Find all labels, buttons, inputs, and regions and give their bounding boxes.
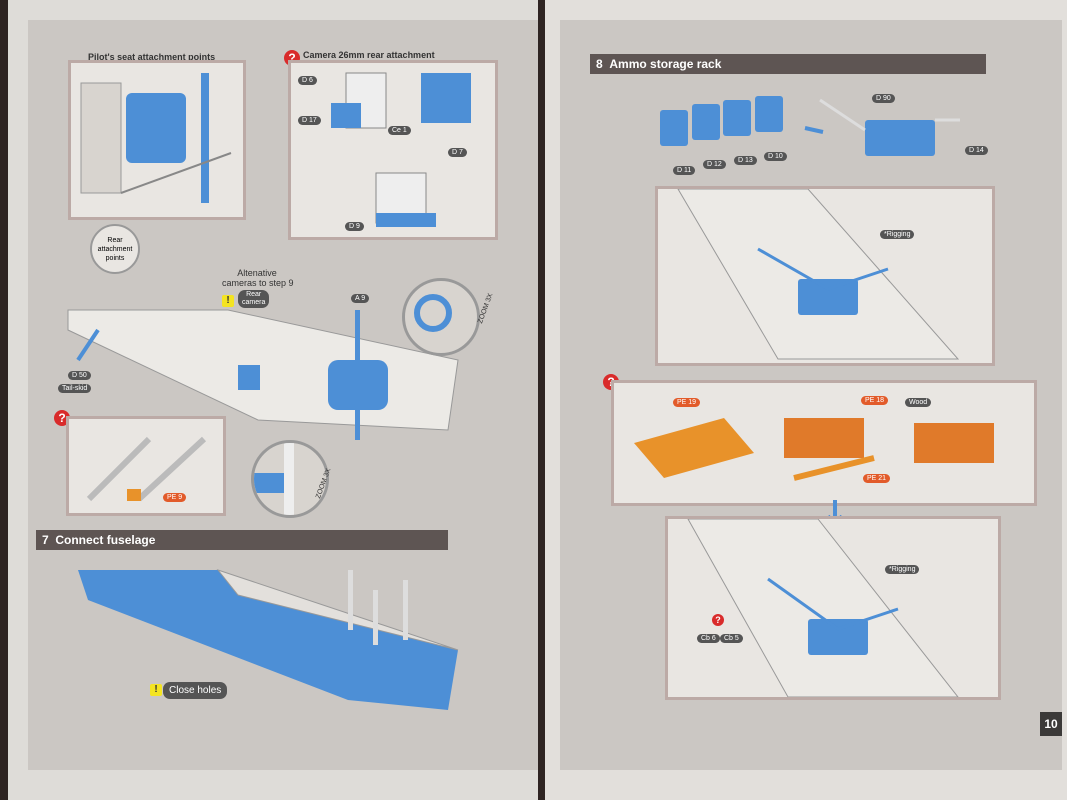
rear-camera-label: Rear camera bbox=[238, 290, 270, 308]
step-number: 7 bbox=[42, 533, 49, 547]
part-label: PE 21 bbox=[863, 474, 891, 483]
part-label: PE 9 bbox=[163, 493, 187, 502]
step-title: Connect fuselage bbox=[55, 533, 156, 547]
ammo-final-illustration bbox=[687, 518, 960, 698]
part-label: D 17 bbox=[298, 116, 321, 125]
alt-cameras-label: Altenative cameras to step 9 bbox=[222, 268, 294, 288]
part-label: D 14 bbox=[965, 146, 988, 155]
rigging-label: *Rigging bbox=[880, 230, 915, 239]
left-page: ! Pilot's seat attachment points Rear at… bbox=[8, 0, 538, 800]
part-label: Ce 1 bbox=[388, 126, 411, 135]
right-page: 8 Ammo storage rack D 11 D 12 D 13 D 10 … bbox=[545, 0, 1067, 800]
rigging-label: *Rigging bbox=[885, 565, 920, 574]
fuselage-connect-illustration bbox=[78, 568, 459, 710]
seat-frame bbox=[68, 60, 246, 220]
wood-label: Wood bbox=[905, 398, 932, 407]
rear-attachment-callout: Rear attachment points bbox=[90, 224, 140, 274]
step-7-bar: 7 Connect fuselage bbox=[36, 530, 448, 550]
part-label: Cb 5 bbox=[720, 634, 743, 643]
question-icon: ? bbox=[712, 614, 724, 626]
part-label: D 6 bbox=[298, 76, 317, 85]
part-label: Cb 6 bbox=[697, 634, 720, 643]
pe-rack-illustration bbox=[634, 418, 994, 481]
step-8-bar: 8 Ammo storage rack bbox=[590, 54, 986, 74]
part-label: D 10 bbox=[764, 152, 787, 161]
seat-illustration bbox=[80, 73, 232, 203]
part-label: D 11 bbox=[673, 166, 696, 175]
warning-icon: ! bbox=[150, 684, 162, 696]
zoom-circle-top bbox=[402, 278, 480, 356]
pe-small-frame bbox=[66, 416, 226, 516]
ammo-parts-illustration bbox=[660, 96, 960, 156]
part-label: D 90 bbox=[872, 94, 895, 103]
camera-title: Camera 26mm rear attachment bbox=[303, 50, 435, 60]
ammo-install-illustration bbox=[677, 188, 960, 360]
part-label: D 12 bbox=[703, 160, 726, 169]
part-label: D 7 bbox=[448, 148, 467, 157]
part-label: Tail-skid bbox=[58, 384, 92, 393]
close-holes-label: Close holes bbox=[163, 682, 228, 699]
ammo-install-frame bbox=[655, 186, 995, 366]
part-label: D 13 bbox=[734, 156, 757, 165]
fuselage-interior-illustration bbox=[67, 309, 459, 440]
part-label: A 9 bbox=[351, 294, 370, 303]
part-label: D 9 bbox=[345, 222, 364, 231]
step-title: Ammo storage rack bbox=[609, 57, 722, 71]
ammo-final-frame bbox=[665, 516, 1001, 700]
camera-illustration bbox=[331, 72, 471, 227]
step-number: 8 bbox=[596, 57, 603, 71]
warning-icon: ! bbox=[222, 295, 234, 307]
zoom-circle-bottom bbox=[251, 440, 329, 518]
part-label: PE 19 bbox=[673, 398, 701, 407]
pe-small-illustration bbox=[86, 436, 207, 502]
page-number: 10 bbox=[1040, 712, 1062, 736]
seat-title: Pilot's seat attachment points bbox=[88, 52, 216, 62]
part-label: PE 18 bbox=[861, 396, 889, 405]
part-label: D 50 bbox=[68, 371, 91, 380]
